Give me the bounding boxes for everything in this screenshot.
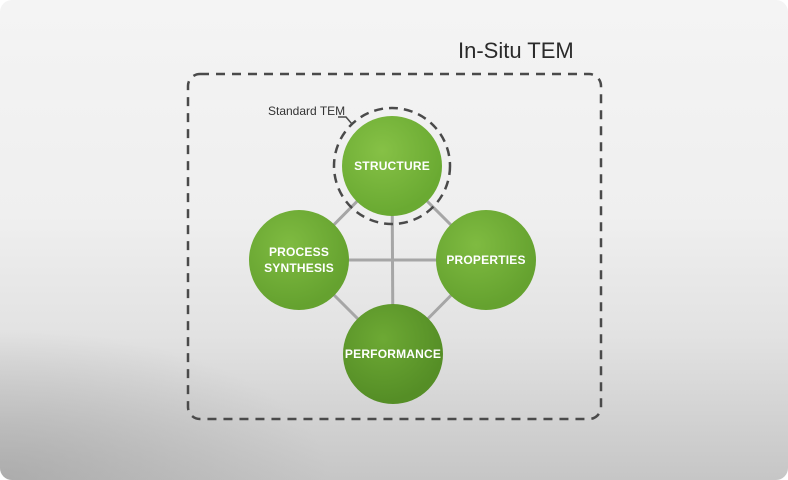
node-process-synthesis: PROCESS SYNTHESIS <box>249 210 349 310</box>
callout-leader <box>338 116 353 125</box>
node-process-synthesis-label: PROCESS SYNTHESIS <box>264 245 334 275</box>
diagram-title: In-Situ TEM <box>458 38 574 63</box>
node-properties: PROPERTIES <box>436 210 536 310</box>
node-structure: STRUCTURE <box>342 116 442 216</box>
node-properties-label: PROPERTIES <box>446 253 526 267</box>
node-structure-label: STRUCTURE <box>354 159 430 173</box>
node-performance-label: PERFORMANCE <box>344 347 442 361</box>
node-performance: PERFORMANCE <box>343 304 443 404</box>
standard-tem-label: Standard TEM <box>268 104 346 118</box>
in-situ-tem-frame <box>186 72 603 421</box>
standard-tem-ring <box>332 106 452 226</box>
